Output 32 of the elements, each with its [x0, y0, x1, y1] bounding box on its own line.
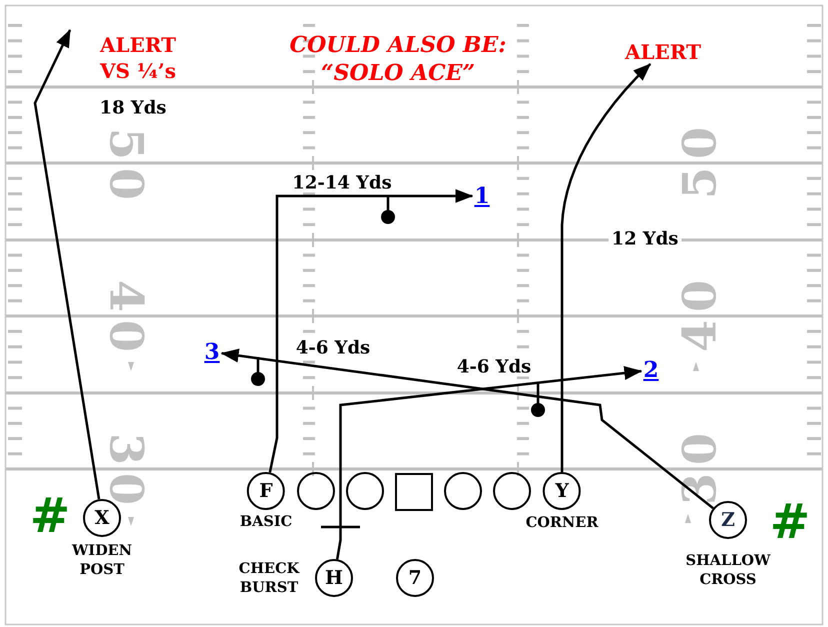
lineman-circle — [346, 472, 384, 510]
read-number: 3 — [202, 339, 222, 365]
read-number: 1 — [472, 183, 492, 209]
route-arrow — [34, 29, 100, 500]
center-square — [395, 473, 433, 511]
player-circle: H — [315, 559, 353, 597]
yard-number: 40 — [682, 272, 718, 354]
route-name: WIDEN POST — [70, 541, 133, 579]
play-title: COULD ALSO BE: “SOLO ACE” — [288, 31, 508, 87]
route-arrow — [268, 189, 474, 473]
route-name: BASIC — [240, 512, 292, 531]
yard-number: 50 — [108, 127, 144, 208]
alert-note: ALERT VS ¼’s — [98, 32, 177, 84]
yard-number: 50 — [682, 119, 718, 201]
player-circle: Y — [543, 472, 581, 510]
hash-sign: # — [30, 492, 70, 540]
read-number: 2 — [641, 357, 661, 383]
route-arrow — [336, 366, 642, 560]
player-circle: Z — [709, 501, 747, 539]
route-arrow — [220, 348, 714, 510]
lineman-circle — [444, 472, 482, 510]
route-arrow — [560, 63, 652, 472]
lineman-circle — [493, 472, 531, 510]
route-name: CHECK BURST — [238, 559, 301, 597]
route-name: CORNER — [526, 513, 598, 532]
route-name: SHALLOW CROSS — [684, 551, 772, 589]
lineman-circle — [297, 472, 335, 510]
alert-note: ALERT — [623, 40, 703, 64]
hash-sign: # — [770, 498, 810, 546]
yard-number: 40 — [108, 279, 144, 360]
player-circle: F — [247, 472, 285, 510]
player-circle: 7 — [396, 559, 434, 597]
